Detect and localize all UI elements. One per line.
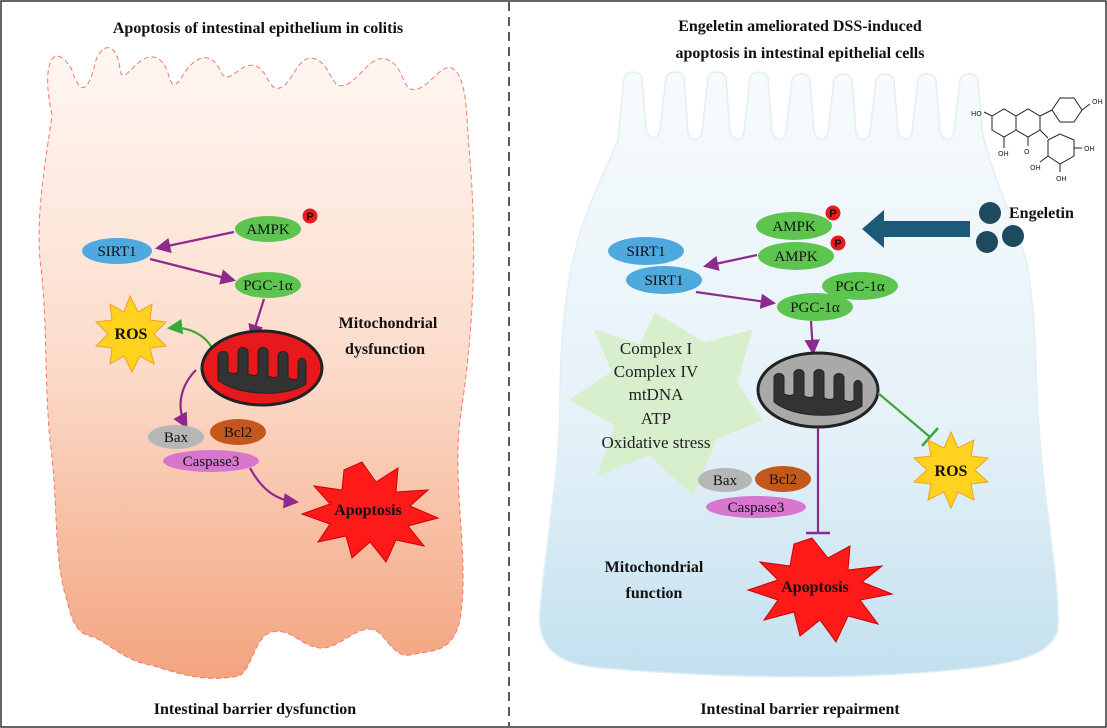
- left-caspase3-node: [163, 450, 259, 472]
- left-footer: Intestinal barrier dysfunction: [154, 701, 356, 718]
- star-item-oxidative-stress: Oxidative stress: [601, 433, 710, 452]
- right-mito-markers-star: [569, 312, 763, 496]
- left-ampk-node: [235, 216, 301, 242]
- left-panel: Apoptosis of intestinal epithelium in co…: [38, 20, 475, 718]
- right-sirt1-node-1: [608, 237, 684, 265]
- engeletin-dot-1: [979, 202, 1001, 224]
- right-ampk-label-2: AMPK: [774, 249, 818, 265]
- left-ros-star: [94, 294, 168, 374]
- star-item-complex-iv: Complex IV: [614, 362, 699, 381]
- right-apoptosis-burst: [746, 537, 894, 643]
- left-mitochondrion: [200, 329, 324, 407]
- left-arrow-mito-ros: [166, 318, 213, 349]
- left-arrow-mito-bax: [173, 369, 197, 429]
- chem-oh-4: OH: [1056, 175, 1067, 183]
- right-sirt1-label-2: SIRT1: [644, 273, 683, 289]
- left-ampk-phospho: [302, 208, 318, 224]
- right-ampk-node-2: [758, 242, 834, 270]
- right-arrow-ampk-sirt1: [702, 253, 758, 271]
- star-item-complex-i: Complex I: [620, 339, 693, 358]
- right-mitochondrion: [756, 351, 880, 429]
- left-title: Apoptosis of intestinal epithelium in co…: [113, 20, 403, 37]
- star-item-mtdna: mtDNA: [629, 385, 685, 404]
- right-ros-label: ROS: [935, 463, 968, 480]
- right-pgc1a-node-1: [822, 272, 898, 300]
- engeletin-dot-2: [976, 231, 998, 253]
- right-pgc1a-node-2: [777, 293, 853, 321]
- right-bax-label: Bax: [713, 473, 738, 489]
- left-mito-label-1: Mitochondrial: [339, 315, 438, 332]
- right-inhibit-ros-bar: [921, 427, 939, 447]
- left-arrow-caspase-apoptosis: [249, 467, 300, 509]
- right-bcl2-node: [755, 466, 811, 492]
- left-bax-node: [148, 425, 204, 449]
- left-bax-label: Bax: [164, 430, 189, 446]
- right-sirt1-node-2: [626, 266, 702, 294]
- left-phospho-label: P: [306, 211, 313, 223]
- right-phospho-label-1: P: [829, 208, 836, 220]
- engeletin-activation-arrow: [862, 210, 970, 248]
- left-bcl2-label: Bcl2: [224, 425, 252, 441]
- left-pgc1a-label: PGC-1α: [243, 278, 293, 294]
- right-caspase3-node: [706, 496, 806, 518]
- left-arrow-sirt1-pgc: [149, 257, 236, 285]
- chem-o: O: [1024, 148, 1030, 156]
- right-arrow-pgc-mito: [804, 320, 820, 356]
- engeletin-structure: [983, 97, 1091, 172]
- left-caspase3-label: Caspase3: [183, 454, 240, 470]
- right-title-line2: apoptosis in intestinal epithelial cells: [676, 45, 925, 62]
- chem-oh-3: OH: [1084, 145, 1095, 153]
- right-ampk-label-1: AMPK: [772, 219, 816, 235]
- chem-oh-5: OH: [1030, 164, 1041, 172]
- right-footer: Intestinal barrier repairment: [700, 701, 900, 718]
- engeletin-dot-3: [1002, 225, 1024, 247]
- right-mito-label-2: function: [626, 585, 683, 602]
- left-pgc1a-node: [235, 272, 301, 298]
- left-ampk-label: AMPK: [246, 222, 290, 238]
- right-arrow-sirt1-pgc: [695, 290, 777, 309]
- right-ampk-node-1: [756, 212, 832, 240]
- right-pgc1a-label-1: PGC-1α: [835, 279, 885, 295]
- right-caspase3-label: Caspase3: [728, 500, 785, 516]
- left-sirt1-label: SIRT1: [97, 244, 136, 260]
- engeletin-label: Engeletin: [1009, 205, 1074, 222]
- left-sirt1-node: [82, 238, 152, 264]
- right-inhibit-ros-line: [877, 392, 931, 438]
- chem-oh-1: OH: [1092, 98, 1103, 106]
- right-mito-label-1: Mitochondrial: [605, 559, 704, 576]
- left-bcl2-node: [210, 419, 266, 445]
- right-panel: Engeletin ameliorated DSS-induced apopto…: [538, 18, 1103, 718]
- right-bcl2-label: Bcl2: [769, 472, 797, 488]
- chem-ho: HO: [971, 110, 982, 118]
- right-ros-star: [912, 430, 990, 510]
- right-bax-node: [698, 468, 752, 492]
- star-item-atp: ATP: [641, 409, 671, 428]
- chem-oh-2: OH: [998, 150, 1009, 158]
- left-apoptosis-label: Apoptosis: [334, 502, 402, 519]
- right-pgc1a-label-2: PGC-1α: [790, 300, 840, 316]
- right-ampk-phospho-2: [830, 235, 846, 251]
- right-title-line1: Engeletin ameliorated DSS-induced: [678, 18, 922, 35]
- left-apoptosis-burst: [300, 461, 440, 563]
- left-ros-label: ROS: [115, 326, 148, 343]
- left-arrow-ampk-sirt1: [154, 230, 235, 253]
- right-sirt1-label-1: SIRT1: [626, 244, 665, 260]
- right-ampk-phospho-1: [825, 205, 841, 221]
- left-mito-label-2: dysfunction: [345, 341, 425, 358]
- right-apoptosis-label: Apoptosis: [781, 579, 849, 596]
- right-phospho-label-2: P: [834, 238, 841, 250]
